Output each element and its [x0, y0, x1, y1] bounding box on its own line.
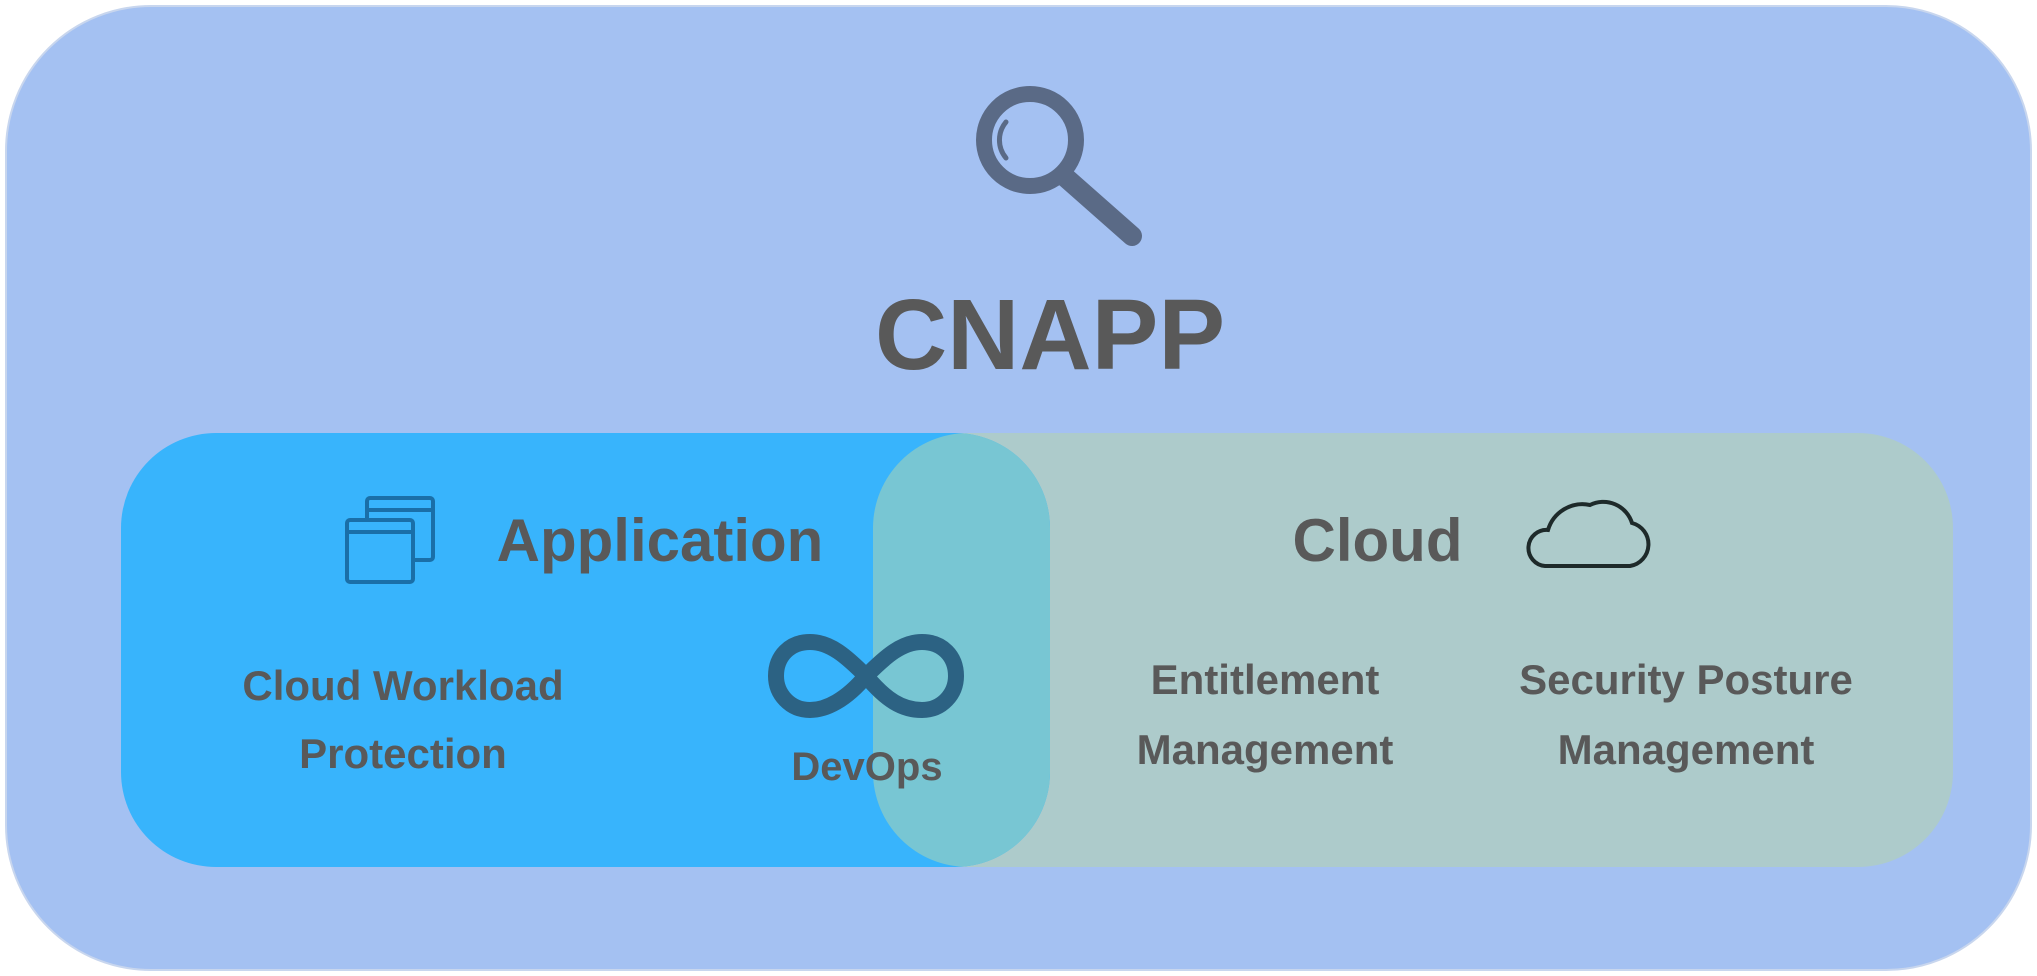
cwp-line-2: Protection: [299, 730, 507, 777]
application-heading: Application: [496, 507, 824, 574]
cwp-line-1: Cloud Workload: [242, 662, 564, 709]
entitlement-line-2: Management: [1136, 726, 1394, 773]
devops-infinity-icon: [767, 633, 965, 719]
security-posture-line-1: Security Posture: [1519, 656, 1853, 703]
cloud-workload-protection-label: Cloud Workload Protection: [193, 652, 613, 788]
security-posture-line-2: Management: [1557, 726, 1815, 773]
cloud-region: [873, 433, 1953, 867]
magnifier-icon: [976, 86, 1142, 246]
entitlement-management-label: Entitlement Management: [1085, 645, 1445, 785]
cnapp-title: CNAPP: [874, 279, 1226, 391]
entitlement-line-1: Entitlement: [1150, 656, 1380, 703]
application-windows-icon: [345, 496, 435, 584]
devops-label: DevOps: [791, 745, 943, 789]
cloud-heading: Cloud: [1292, 507, 1463, 574]
security-posture-management-label: Security Posture Management: [1476, 645, 1896, 785]
cloud-icon: [1526, 499, 1651, 568]
